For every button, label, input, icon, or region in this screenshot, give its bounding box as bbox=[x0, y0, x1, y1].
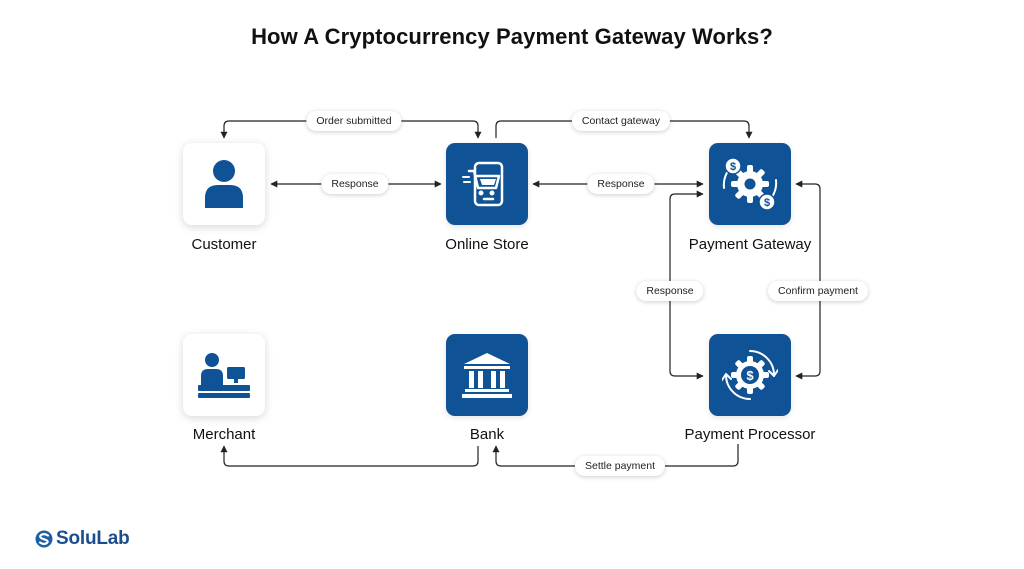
bank-node bbox=[446, 334, 528, 416]
merchant-label: Merchant bbox=[192, 426, 256, 443]
online-store-node bbox=[446, 143, 528, 225]
bank-building-icon bbox=[462, 353, 512, 398]
person-icon bbox=[205, 160, 243, 208]
brand-logo: SoluLab bbox=[35, 528, 130, 550]
payment-processor-node: $ bbox=[709, 334, 791, 416]
edge-label-contact-gateway: Contact gateway bbox=[571, 111, 671, 131]
edge-label-response-processor-gateway: Response bbox=[636, 281, 704, 301]
dollar-gear-cycle-icon: $ $ bbox=[722, 157, 778, 211]
edge-label-settle-payment: Settle payment bbox=[574, 456, 666, 476]
edge-label-response-store-gateway: Response bbox=[587, 174, 655, 194]
solulab-mark-icon bbox=[35, 530, 53, 548]
payment-processor-label: Payment Processor bbox=[684, 426, 816, 443]
merchant-node bbox=[183, 334, 265, 416]
payment-gateway-label: Payment Gateway bbox=[688, 236, 812, 253]
edge-label-response-store-customer: Response bbox=[321, 174, 389, 194]
customer-node bbox=[183, 143, 265, 225]
customer-label: Customer bbox=[191, 236, 257, 253]
bank-label: Bank bbox=[469, 426, 505, 443]
cashier-icon bbox=[198, 353, 250, 398]
dollar-gear-icon: $ bbox=[722, 350, 778, 400]
edge-label-order-submitted: Order submitted bbox=[306, 111, 402, 131]
svg-text:$: $ bbox=[730, 161, 736, 173]
payment-gateway-node: $ $ bbox=[709, 143, 791, 225]
edge-bank-to-merchant bbox=[220, 445, 479, 467]
online-store-label: Online Store bbox=[445, 236, 529, 253]
shopping-cart-phone-icon bbox=[462, 161, 504, 207]
brand-name: SoluLab bbox=[56, 528, 130, 549]
edge-confirm-payment bbox=[795, 180, 821, 380]
page-title: How A Cryptocurrency Payment Gateway Wor… bbox=[251, 24, 773, 49]
svg-text:$: $ bbox=[746, 368, 754, 383]
svg-text:$: $ bbox=[764, 197, 770, 209]
edge-label-confirm-payment: Confirm payment bbox=[768, 281, 868, 301]
